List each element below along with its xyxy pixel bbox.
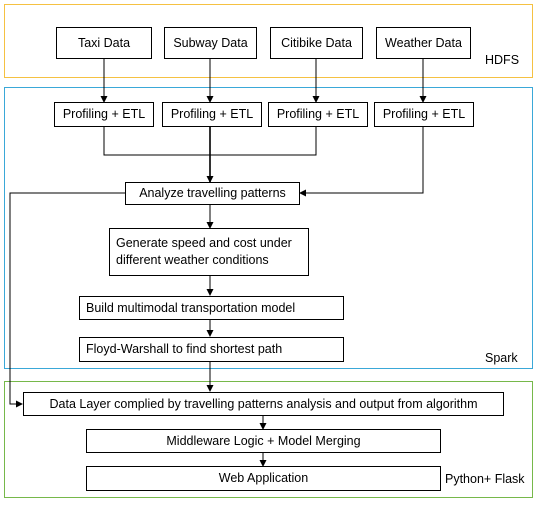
spark-region <box>4 87 533 369</box>
hdfs-label: HDFS <box>485 53 520 67</box>
source-weather-data: Weather Data <box>376 27 471 59</box>
flask-region <box>4 381 533 498</box>
arrow-weather-analyze <box>299 127 424 197</box>
arrow-analyze-datalayer <box>9 192 125 408</box>
speed-cost-weather-step: Generate speed and cost under different … <box>109 228 309 276</box>
etl-weather: Profiling + ETL <box>374 102 474 127</box>
data-layer-step: Data Layer complied by travelling patter… <box>23 392 504 416</box>
source-citibike-data: Citibike Data <box>270 27 363 59</box>
spark-label: Spark <box>485 351 518 365</box>
analyze-travelling-patterns: Analyze travelling patterns <box>125 182 300 205</box>
hdfs-region <box>4 4 533 78</box>
etl-citibike: Profiling + ETL <box>268 102 368 127</box>
multimodal-model-step: Build multimodal transportation model <box>79 296 344 320</box>
floyd-warshall-step: Floyd-Warshall to find shortest path <box>79 337 344 362</box>
flask-label: Python+ Flask <box>445 472 525 486</box>
web-application-step: Web Application <box>86 466 441 491</box>
source-taxi-data: Taxi Data <box>56 27 152 59</box>
etl-subway: Profiling + ETL <box>162 102 262 127</box>
etl-taxi: Profiling + ETL <box>54 102 154 127</box>
source-subway-data: Subway Data <box>164 27 257 59</box>
middleware-step: Middleware Logic + Model Merging <box>86 429 441 453</box>
